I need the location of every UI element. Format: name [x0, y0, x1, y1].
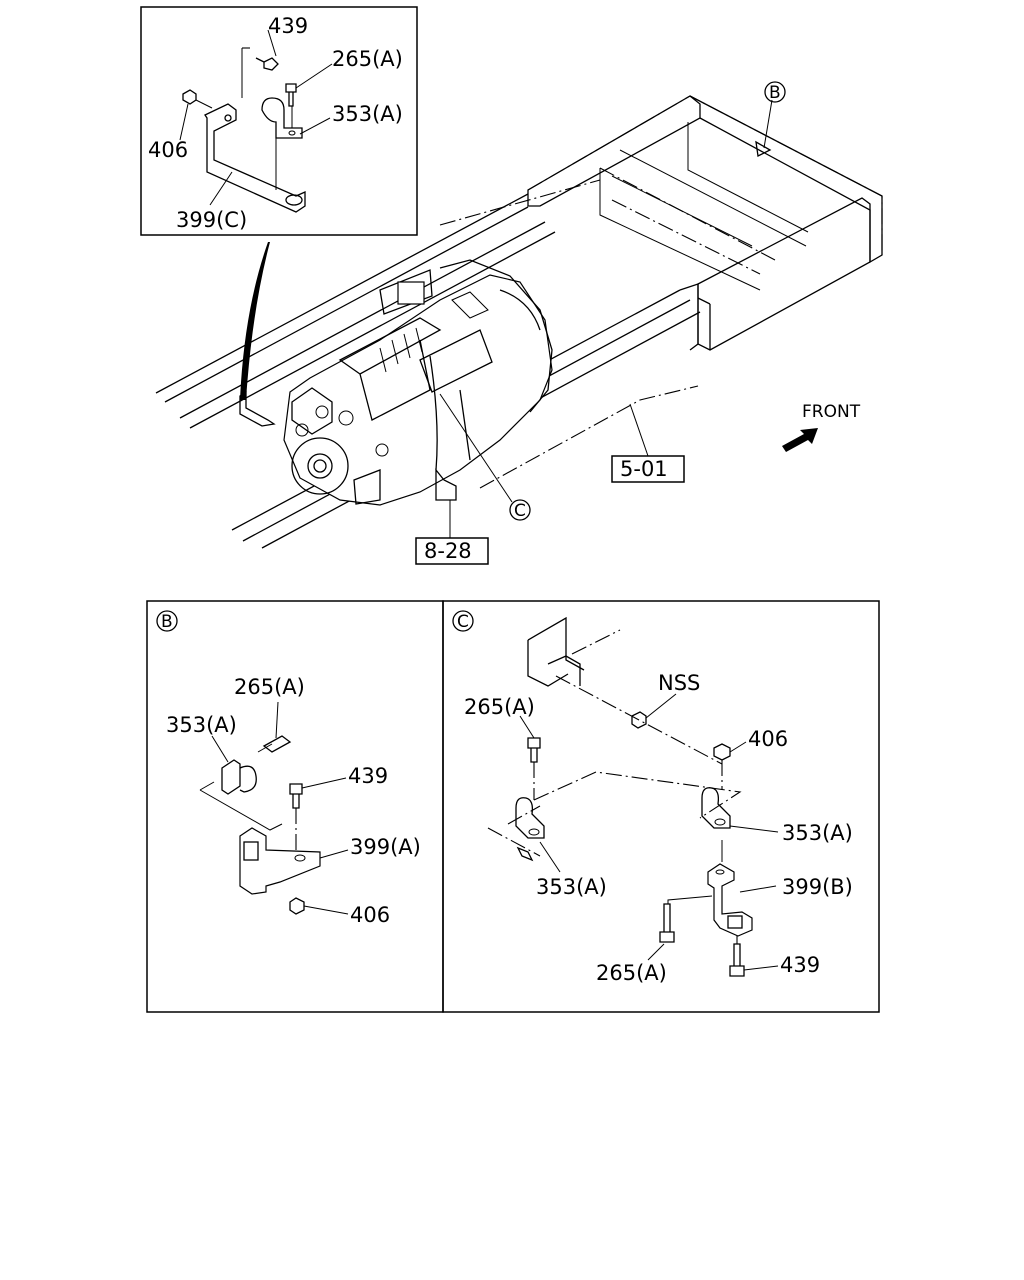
callout-b: B [769, 83, 781, 103]
c-label-353a-left: 353(A) [536, 875, 607, 899]
detail-b: B 265(A) 353(A) 439 399(A) 406 [146, 600, 444, 1013]
inset-top-frame [140, 6, 418, 236]
b-nut-406 [289, 897, 305, 915]
front-label: FRONT [802, 402, 861, 422]
c-bolt-265a-bottom [659, 903, 675, 943]
b-bracket-399a [239, 827, 321, 895]
detail-b-title: B [161, 612, 173, 632]
frame-bracket-left [239, 390, 276, 427]
b-bolt-439 [289, 783, 303, 809]
b-label-399a: 399(A) [350, 835, 421, 859]
c-bracket-399b [707, 863, 753, 937]
c-label-439: 439 [780, 953, 820, 977]
bolt-265a [285, 83, 297, 107]
label-399c: 399(C) [176, 208, 247, 232]
inset-pointer [240, 242, 270, 400]
front-arrow-icon [782, 428, 818, 452]
ref-5-01-box [611, 455, 685, 483]
inset-top: 439 265(A) 353(A) 406 399(C) [140, 6, 418, 236]
nut-406 [182, 89, 197, 105]
ref-5-01: 5-01 [620, 457, 668, 481]
ref-8-28-box [415, 537, 489, 565]
c-clamp-353a-left [515, 797, 545, 839]
detail-c-title: C [457, 612, 469, 632]
label-265a: 265(A) [332, 47, 403, 71]
b-bolt-265a [262, 735, 292, 753]
c-bolt-265a-top [527, 737, 541, 763]
c-clamp-353a-right [701, 787, 731, 829]
c-label-265a-top: 265(A) [464, 695, 535, 719]
c-label-406: 406 [748, 727, 788, 751]
callout-c-circle [509, 499, 531, 521]
c-nss-part [631, 711, 647, 729]
transmission [283, 259, 553, 506]
detail-c-frame [442, 600, 880, 1013]
b-label-353a: 353(A) [166, 713, 237, 737]
label-439: 439 [268, 14, 308, 38]
callout-b-circle [764, 81, 786, 103]
detail-b-frame [146, 600, 444, 1013]
c-bolt-439 [729, 943, 745, 977]
ref-8-28: 8-28 [424, 539, 472, 563]
b-label-406: 406 [350, 903, 390, 927]
b-clamp-353a [221, 759, 241, 795]
bolt-439 [255, 57, 279, 71]
b-label-439: 439 [348, 764, 388, 788]
label-406: 406 [148, 138, 188, 162]
c-label-nss: NSS [658, 671, 700, 695]
label-353a: 353(A) [332, 102, 403, 126]
callout-c: C [514, 501, 526, 521]
clamp-353a [261, 97, 303, 139]
c-label-353a-right: 353(A) [782, 821, 853, 845]
b-label-265a: 265(A) [234, 675, 305, 699]
detail-c: C NSS 406 265(A) 353(A) 353(A) [442, 600, 880, 1013]
c-nut-406 [713, 743, 731, 761]
c-label-265a-bottom: 265(A) [596, 961, 667, 985]
main-assembly: B [155, 81, 883, 565]
c-label-399b: 399(B) [782, 875, 853, 899]
bracket-399c [204, 103, 306, 213]
